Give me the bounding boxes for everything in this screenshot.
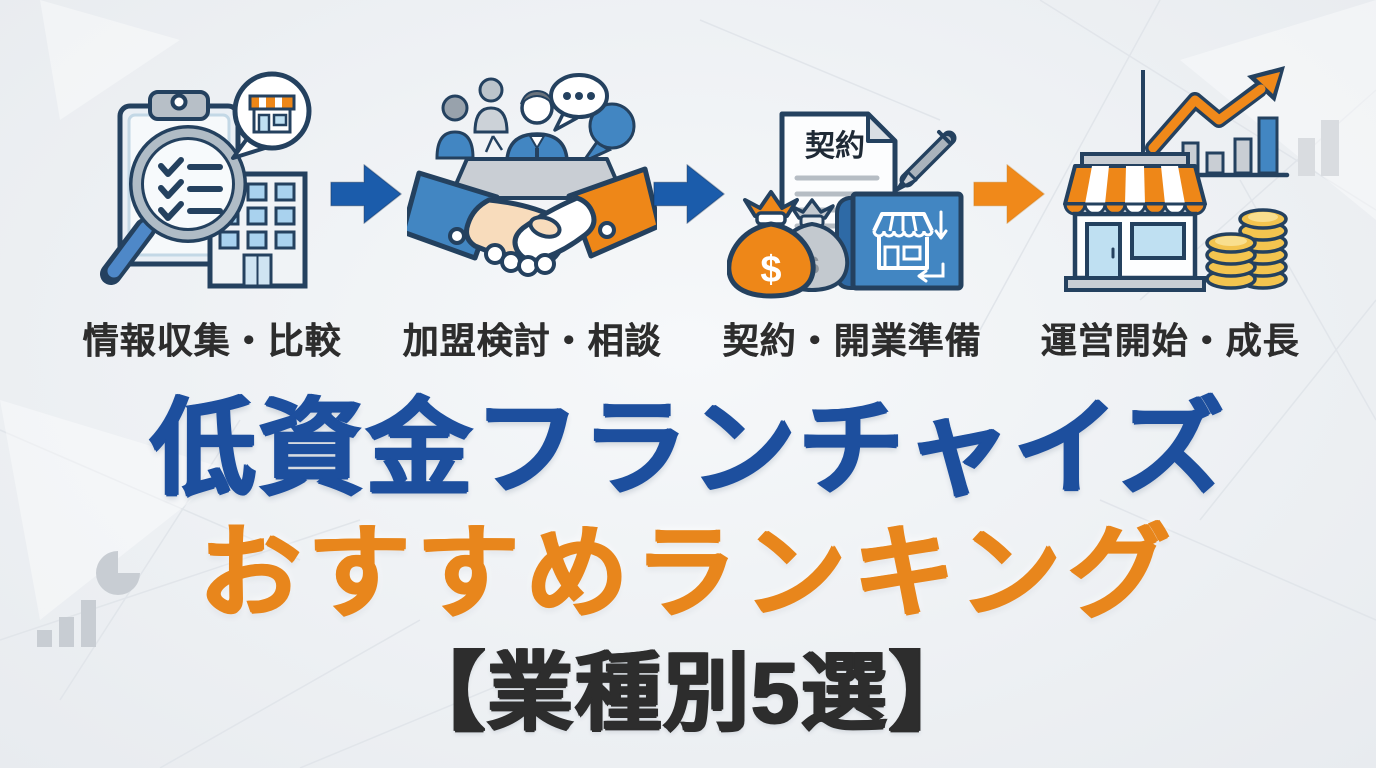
- process-step-1: 情報収集・比較: [82, 64, 342, 364]
- storefront-icon: [1063, 152, 1207, 292]
- magnifier-checklist-icon: [100, 125, 247, 285]
- store-speech-bubble-icon: [231, 71, 312, 160]
- speech-bubbles-icon: [549, 73, 636, 166]
- step-label: 情報収集・比較: [82, 320, 342, 361]
- title-line-2: おすすめランキング: [199, 516, 1177, 630]
- blueprint-icon: [835, 191, 964, 291]
- meeting-handshake-icon: [407, 73, 657, 277]
- currency-symbol: $: [760, 249, 781, 291]
- process-step-4: 運営開始・成長: [1035, 64, 1345, 364]
- step-label: 契約・開業準備: [722, 320, 982, 361]
- coin-stacks-icon: [1205, 208, 1288, 290]
- step-4-icon-box: [1035, 64, 1345, 304]
- handshake-icon: [407, 166, 657, 277]
- contract-pen-moneybags-blueprint-icon: 契約: [727, 111, 964, 299]
- pen-icon: [895, 130, 957, 192]
- meeting-people-icon: [435, 77, 626, 200]
- contract-title-text: 契約: [805, 130, 865, 163]
- step-label: 加盟検討・相談: [402, 320, 662, 361]
- faint-bar-chart-decoration-icon: [1298, 120, 1339, 176]
- flow-arrow-icon-1: [330, 164, 402, 224]
- title-line-3: 【業種別5選】: [399, 645, 977, 741]
- money-bag-orange-icon: $: [727, 190, 816, 299]
- process-step-2: 加盟検討・相談: [402, 64, 662, 364]
- storefront-growth-chart-coins-icon: [1063, 66, 1339, 292]
- step-3-icon-box: 契約: [722, 64, 982, 304]
- step-2-icon-box: [402, 64, 662, 304]
- clipboard-checklist-magnifier-building-icon: [100, 71, 312, 289]
- step-1-icon-box: [82, 64, 342, 304]
- flow-arrow-icon-2: [653, 164, 725, 224]
- step-label: 運営開始・成長: [1040, 320, 1300, 361]
- title-line-1: 低資金フランチャイズ: [150, 390, 1226, 508]
- process-step-3: 契約: [722, 64, 982, 364]
